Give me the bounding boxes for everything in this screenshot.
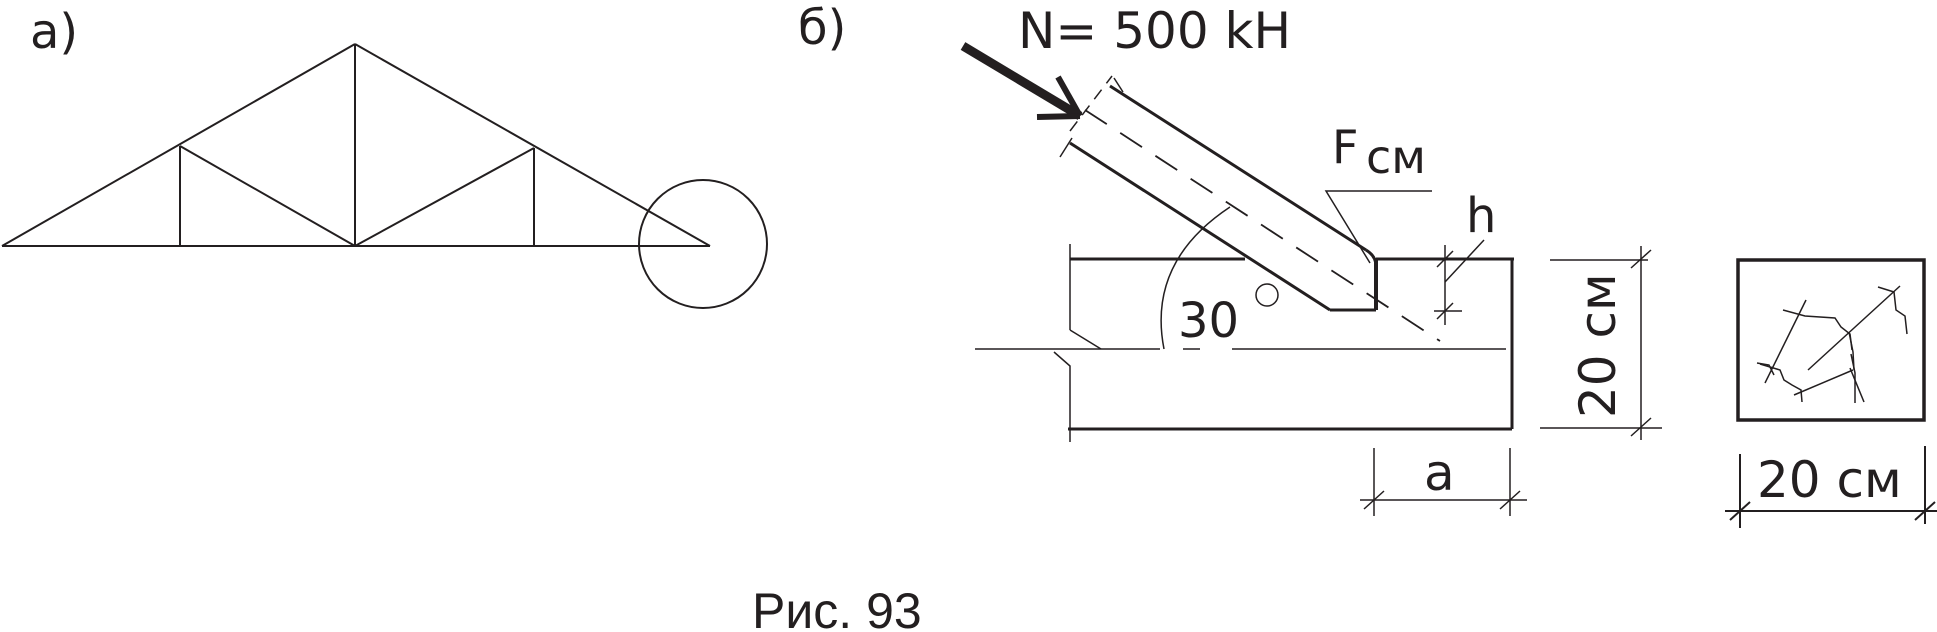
- beam-height-label: 20 см: [1569, 273, 1627, 418]
- part-b-label: б): [798, 0, 846, 56]
- rafter-strut: [1059, 75, 1441, 342]
- cross-section: [1736, 258, 1926, 422]
- notch-length-dimension: [1360, 448, 1527, 516]
- wood-grain-hatch: [1756, 285, 1908, 403]
- bottom-chord-beam: [975, 244, 1514, 442]
- force-label: N= 500 kH: [1018, 2, 1291, 60]
- strut-bottom-edge: [1069, 141, 1331, 312]
- notch-length-label: a: [1424, 444, 1455, 502]
- section-width-label: 20 см: [1757, 451, 1902, 509]
- cross-section-outline: [1736, 258, 1926, 422]
- truss-right-diagonal: [354, 147, 535, 247]
- strut-center-axis: [1084, 109, 1441, 342]
- notch-depth-dimension: [1434, 239, 1485, 325]
- angle-label: 30: [1178, 293, 1239, 349]
- support-node-highlight-circle: [638, 179, 768, 309]
- figure-caption: Рис. 93: [752, 583, 922, 632]
- truss-left-rafter: [1, 43, 356, 247]
- bearing-area-label: F: [1332, 120, 1358, 174]
- force-arrow: [960, 42, 1083, 120]
- strut-top-edge: [1109, 84, 1367, 252]
- bearing-area-leader: [1324, 190, 1432, 264]
- strut-end-cut-line: [1069, 75, 1113, 132]
- bearing-area-subscript: см: [1366, 130, 1426, 184]
- part-a-label: а): [30, 4, 78, 60]
- truss-left-diagonal: [179, 145, 356, 247]
- notch-depth-label: h: [1466, 188, 1496, 244]
- truss-diagram: [1, 43, 768, 309]
- angle-arc: [1160, 206, 1231, 350]
- degree-symbol: [1255, 283, 1279, 307]
- truss-right-rafter: [354, 43, 711, 247]
- beam-height-dimension: [1540, 246, 1662, 440]
- section-width-dimension: [1725, 446, 1937, 528]
